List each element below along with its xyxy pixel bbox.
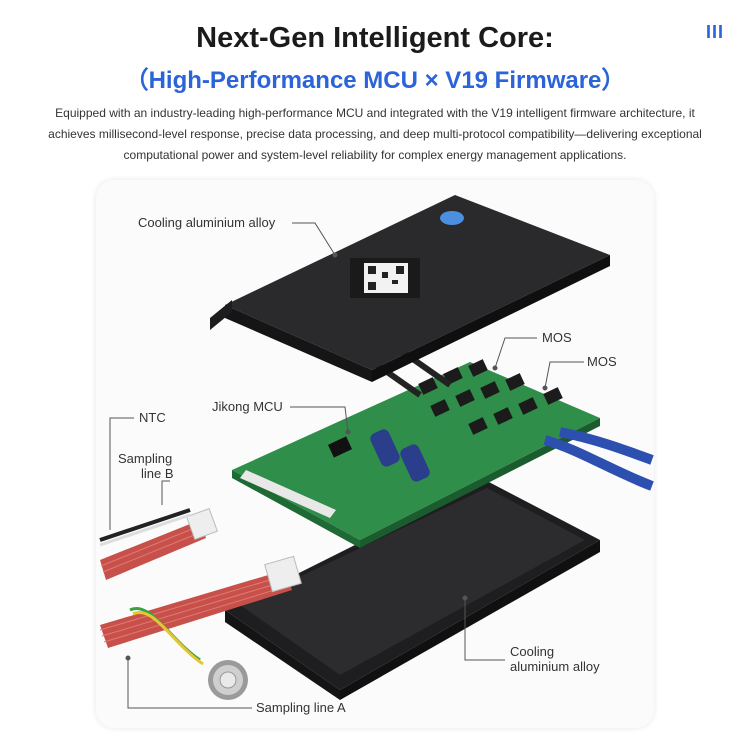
brand-logo: III bbox=[705, 22, 724, 42]
label-cooling-aluminium-bottom-line1: Cooling bbox=[510, 644, 555, 659]
label-sampling-b-line2: line B bbox=[141, 466, 174, 481]
sampling-line-a-cable bbox=[99, 555, 302, 648]
label-cooling-aluminium-bottom-line2: aluminium alloy bbox=[510, 659, 600, 674]
ntc-wire bbox=[99, 508, 191, 547]
signal-wire bbox=[129, 606, 204, 666]
label-mos-1: MOS bbox=[542, 330, 572, 345]
label-sampling-b-line1: Sampling bbox=[118, 451, 173, 466]
label-cooling-aluminium-top: Cooling aluminium alloy bbox=[138, 215, 276, 230]
description-text: Equipped with an industry-leading high-p… bbox=[48, 106, 702, 162]
power-cables bbox=[543, 427, 654, 491]
top-cooling-cover bbox=[210, 195, 610, 382]
page-title: Next-Gen Intelligent Core: bbox=[196, 22, 554, 54]
label-sampling-line-a: Sampling line A bbox=[256, 700, 346, 715]
pcb-board bbox=[232, 359, 600, 548]
label-jikong-mcu: Jikong MCU bbox=[212, 399, 283, 414]
bottom-cooling-housing bbox=[225, 480, 600, 700]
label-mos-2: MOS bbox=[587, 354, 617, 369]
sampling-line-b-cable bbox=[100, 507, 219, 580]
leader-lines bbox=[109, 222, 584, 709]
label-ntc: NTC bbox=[139, 410, 166, 425]
page-subtitle: （High-Performance MCU × V19 Firmware） bbox=[124, 67, 626, 94]
power-button bbox=[208, 660, 248, 700]
